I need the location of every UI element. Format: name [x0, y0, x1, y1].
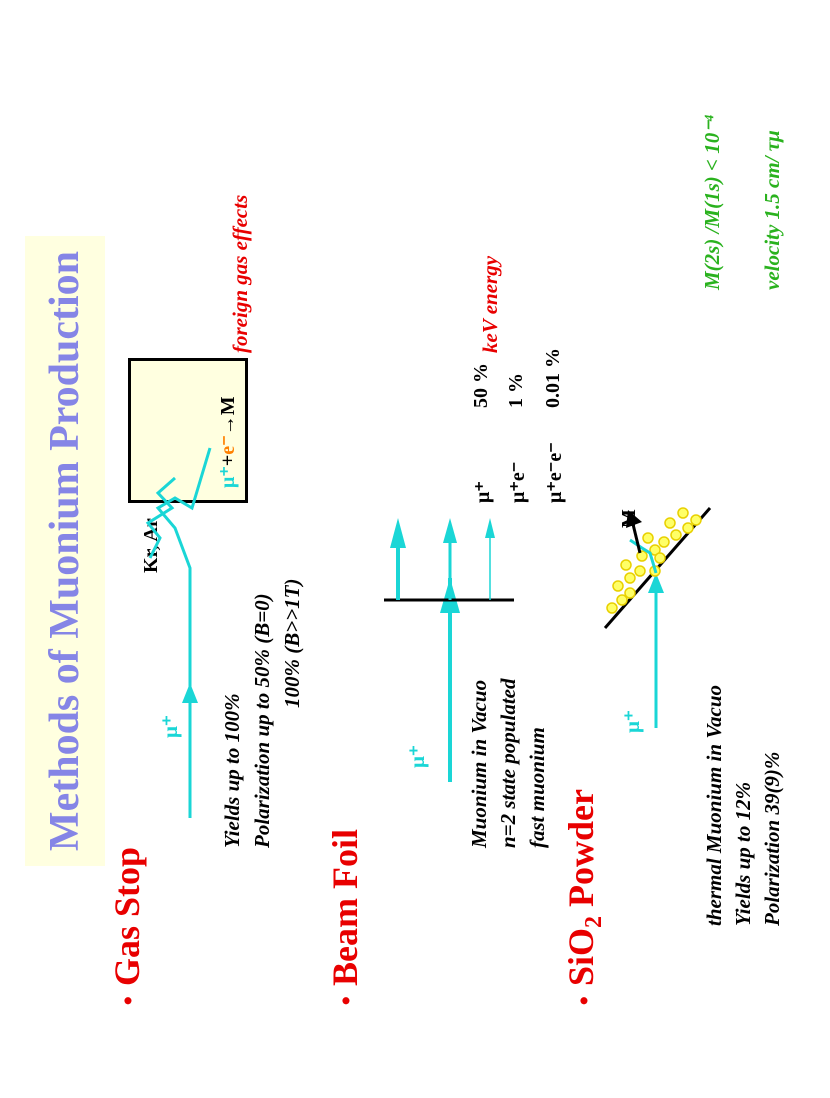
- powder-grains: [606, 507, 702, 614]
- gas-stop-beam: [145, 447, 212, 818]
- beam-foil-diagram: [384, 518, 514, 782]
- sio2-diagram: [603, 507, 712, 728]
